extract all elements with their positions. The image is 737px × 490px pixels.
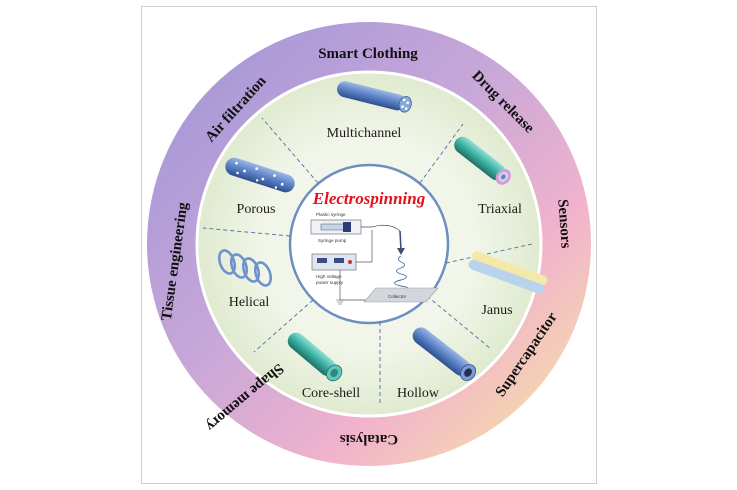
fiber-label-porous: Porous	[237, 202, 276, 217]
collector-label: Collector	[388, 294, 407, 299]
power-supply-icon	[311, 253, 357, 271]
fiber-label-triaxial: Triaxial	[478, 202, 522, 217]
fiber-label-helical: Helical	[229, 295, 270, 310]
hollow-fiber-icon	[412, 327, 477, 381]
porous-fiber-icon	[225, 157, 295, 193]
pump-label: Syringe pump	[318, 238, 347, 243]
ground-icon	[336, 299, 344, 305]
application-smart-clothing: Smart Clothing	[318, 46, 418, 62]
segment-dividers	[202, 117, 533, 405]
center-title: Electrospinning	[312, 189, 426, 208]
fiber-jet-icon	[394, 255, 409, 292]
center-circle	[288, 163, 450, 325]
power-label-line2: power supply	[316, 280, 344, 285]
nozzle-icon	[397, 248, 405, 255]
fiber-label-janus: Janus	[481, 303, 512, 318]
application-catalysis: Catalysis	[340, 431, 399, 447]
fiber-label-multichannel: Multichannel	[327, 126, 402, 141]
collector-plate-icon	[363, 287, 439, 303]
core-shell-fiber-icon	[287, 332, 343, 382]
fiber-label-core-shell: Core-shell	[302, 386, 360, 401]
syringe-label: Plastic syringe	[316, 212, 346, 217]
application-sensors: Sensors	[554, 199, 573, 249]
wire-top	[356, 230, 373, 263]
multichannel-fiber-icon	[337, 81, 412, 113]
janus-fiber-icon	[468, 251, 548, 294]
triaxial-fiber-icon	[454, 136, 511, 185]
power-label-line1: High voltage	[316, 274, 342, 279]
feed-tube	[371, 224, 401, 232]
fiber-label-hollow: Hollow	[397, 386, 440, 401]
syringe-pump-icon	[310, 219, 372, 235]
needle-icon	[399, 230, 402, 251]
helical-fiber-icon	[217, 249, 273, 287]
